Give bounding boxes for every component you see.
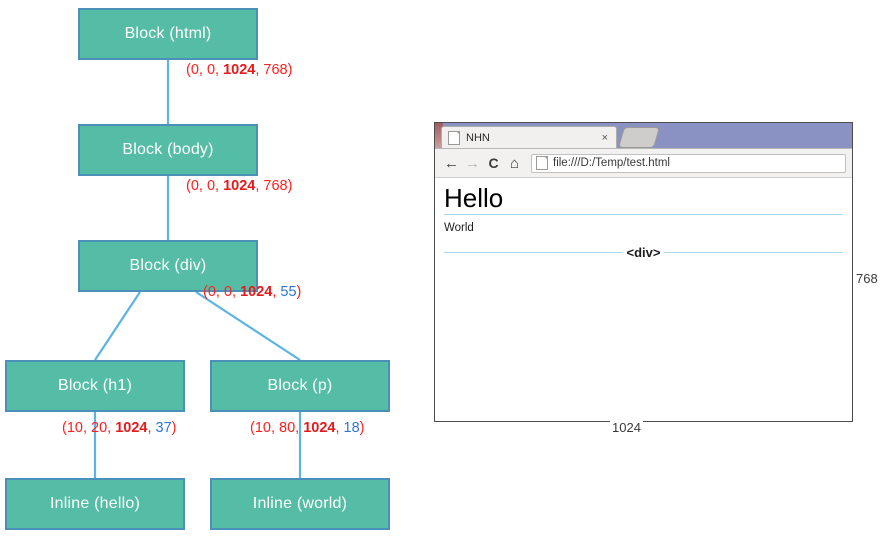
- tree-node-label: Block (p): [267, 377, 333, 394]
- tree-node-inline-hello[interactable]: Inline (hello): [5, 478, 185, 530]
- label-h1-inline: (10, 20, 1024, 37): [62, 420, 177, 436]
- browser-tab[interactable]: NHN ×: [441, 126, 617, 148]
- tree-node-label: Block (h1): [57, 377, 133, 394]
- tree-node-body[interactable]: Block (body): [78, 124, 258, 176]
- page-icon: [536, 156, 548, 170]
- page-icon: [448, 130, 460, 145]
- tree-node-html[interactable]: Block (html): [78, 8, 258, 60]
- tree-edge-div-p: [195, 291, 301, 361]
- back-icon[interactable]: ←: [444, 154, 459, 172]
- browser-window: NHN × ← → C ⌂ file:///D:/Temp/test.html …: [434, 122, 853, 422]
- div-tag-label: <div>: [622, 244, 665, 260]
- reload-icon[interactable]: C: [488, 155, 499, 171]
- page-viewport: Hello World <div>: [435, 183, 852, 421]
- address-bar-url: file:///D:/Temp/test.html: [553, 157, 670, 169]
- render-tree-diagram: Block (html) Block (body) Block (div) Block…: [0, 0, 430, 545]
- tree-node-label: Block (div): [129, 257, 207, 274]
- label-body-div: (0, 0, 1024, 768): [186, 178, 293, 194]
- address-bar[interactable]: file:///D:/Temp/test.html: [531, 153, 846, 173]
- viewport-width-measure: 1024: [610, 420, 643, 435]
- tree-node-label: Block (body): [122, 141, 214, 158]
- tree-node-p[interactable]: Block (p): [210, 360, 390, 412]
- home-icon[interactable]: ⌂: [509, 154, 520, 172]
- tree-node-label: Inline (world): [252, 495, 348, 512]
- label-p-inline: (10, 80, 1024, 18): [250, 420, 365, 436]
- heading-underline: [444, 213, 843, 215]
- viewport-height-measure: 768: [856, 271, 878, 286]
- tree-node-inline-world[interactable]: Inline (world): [210, 478, 390, 530]
- tree-node-label: Inline (hello): [50, 495, 140, 512]
- tabstrip-left-edge: [435, 123, 443, 148]
- page-heading: Hello: [444, 183, 504, 213]
- close-icon[interactable]: ×: [601, 131, 608, 144]
- forward-icon[interactable]: →: [465, 154, 480, 172]
- tree-node-h1[interactable]: Block (h1): [5, 360, 185, 412]
- tab-title: NHN: [466, 131, 490, 144]
- tree-node-label: Block (html): [124, 25, 212, 42]
- div-boundary-row: <div>: [444, 244, 843, 260]
- label-html-body: (0, 0, 1024, 768): [186, 62, 293, 78]
- browser-toolbar: ← → C ⌂ file:///D:/Temp/test.html: [435, 149, 852, 178]
- label-div-children: (0, 0, 1024, 55): [203, 284, 302, 300]
- page-paragraph: World: [444, 221, 474, 234]
- tree-node-div[interactable]: Block (div): [78, 240, 258, 292]
- tree-edge-div-h1: [94, 291, 141, 361]
- tree-connector-lines: [93, 60, 302, 478]
- browser-titlebar: NHN ×: [435, 123, 852, 149]
- new-tab-button[interactable]: [617, 127, 661, 148]
